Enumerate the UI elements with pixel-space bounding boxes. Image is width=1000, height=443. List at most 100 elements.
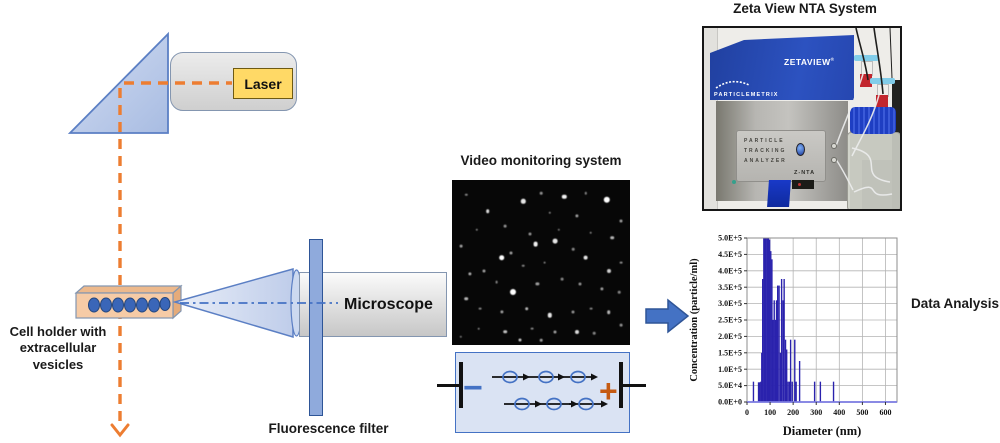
valve-bar-1 bbox=[854, 55, 879, 61]
particle-dot bbox=[557, 228, 560, 231]
particle-dot bbox=[593, 332, 596, 335]
data-analysis-label: Data Analysis bbox=[910, 296, 1000, 311]
sample-bottle bbox=[847, 132, 900, 209]
electrophoresis-chamber bbox=[455, 352, 630, 433]
particle-dot bbox=[503, 224, 507, 228]
svg-text:Diameter (nm): Diameter (nm) bbox=[783, 424, 862, 438]
block-arrow-icon bbox=[645, 298, 690, 334]
minus-symbol: − bbox=[463, 369, 483, 407]
svg-text:300: 300 bbox=[810, 408, 822, 417]
particle-dot bbox=[543, 261, 546, 264]
chart-svg: 0.0E+05.0E+41.0E+51.5E+52.0E+52.5E+53.0E… bbox=[689, 234, 898, 438]
particle-dot bbox=[619, 219, 623, 223]
particle-dot bbox=[561, 194, 567, 199]
video-monitoring-title: Video monitoring system bbox=[460, 153, 622, 168]
particle-dot bbox=[603, 196, 611, 203]
particle-dot bbox=[571, 248, 575, 251]
particle-dot bbox=[520, 199, 526, 204]
positive-electrode bbox=[619, 362, 623, 408]
svg-text:5.0E+5: 5.0E+5 bbox=[718, 234, 742, 243]
valve-bar-2 bbox=[870, 78, 895, 84]
svg-text:500: 500 bbox=[856, 408, 868, 417]
particle-dot bbox=[539, 191, 543, 195]
svg-text:100: 100 bbox=[764, 408, 776, 417]
particle-dot bbox=[509, 289, 516, 296]
particle-dot bbox=[503, 330, 508, 334]
front-panel bbox=[736, 130, 826, 182]
particle-dot bbox=[618, 290, 621, 294]
particle-dot bbox=[459, 244, 463, 248]
particle-dot bbox=[500, 310, 504, 314]
photo-detail-layer bbox=[715, 28, 893, 196]
particle-dot bbox=[530, 327, 534, 330]
red-band-1 bbox=[860, 74, 872, 87]
particle-dot bbox=[578, 282, 582, 286]
laser-label-box: Laser bbox=[233, 68, 293, 99]
particle-dot bbox=[518, 338, 522, 342]
zetaview-brand: ZETAVIEW® bbox=[784, 57, 835, 67]
screw-dot bbox=[732, 180, 736, 184]
microscope-body: Microscope bbox=[299, 272, 447, 337]
svg-text:4.5E+5: 4.5E+5 bbox=[718, 250, 742, 259]
particle-dot bbox=[533, 241, 539, 247]
particle-dot bbox=[539, 338, 543, 342]
particle-dot bbox=[475, 228, 479, 231]
particle-dot bbox=[524, 306, 529, 311]
particle-dot bbox=[465, 193, 468, 197]
svg-text:1.5E+5: 1.5E+5 bbox=[718, 348, 742, 357]
laser-beam-path bbox=[110, 81, 232, 438]
particle-dot bbox=[499, 254, 505, 261]
nta-photo: ZETAVIEW® PARTICLEMETRIX PARTICLE TRACKI… bbox=[702, 26, 902, 211]
svg-text:400: 400 bbox=[833, 408, 845, 417]
particle-dot bbox=[584, 191, 587, 195]
particle-dot bbox=[575, 214, 579, 218]
particle-dot bbox=[574, 329, 579, 334]
cables bbox=[855, 28, 893, 95]
particle-dot bbox=[606, 268, 611, 273]
svg-text:Concentration (particle/ml): Concentration (particle/ml) bbox=[689, 258, 700, 382]
particle-dot bbox=[468, 272, 472, 276]
panel-line-1: PARTICLE bbox=[744, 138, 785, 144]
particle-dot bbox=[509, 251, 513, 255]
particle-dot bbox=[589, 307, 593, 311]
zetaview-machine-top bbox=[710, 35, 854, 100]
laser-label: Laser bbox=[244, 75, 282, 92]
video-monitor-frame bbox=[452, 180, 630, 345]
plus-symbol: + bbox=[599, 373, 618, 409]
particle-dot bbox=[479, 307, 482, 311]
particle-dot bbox=[606, 310, 611, 314]
svg-text:0.0E+0: 0.0E+0 bbox=[718, 398, 742, 407]
svg-text:2.0E+5: 2.0E+5 bbox=[718, 332, 742, 341]
particle-dot bbox=[571, 310, 575, 314]
particle-metrix-logo-text: PARTICLEMETRIX bbox=[714, 92, 779, 98]
negative-electrode bbox=[459, 362, 463, 408]
fluorescence-filter-bar bbox=[309, 239, 323, 416]
socket-led bbox=[798, 183, 801, 186]
particle-dot bbox=[589, 231, 593, 235]
particle-dot bbox=[610, 235, 614, 240]
cell-holder bbox=[74, 284, 183, 320]
particle-dot bbox=[477, 327, 480, 330]
svg-text:2.5E+5: 2.5E+5 bbox=[718, 316, 742, 325]
negative-lead bbox=[437, 384, 460, 387]
positive-lead bbox=[623, 384, 646, 387]
panel-led-button bbox=[796, 143, 805, 156]
particle-dot bbox=[548, 211, 552, 215]
particle-dot bbox=[583, 255, 588, 260]
vesicles bbox=[88, 297, 171, 313]
particle-dot bbox=[547, 313, 553, 318]
panel-line-3: ANALYZER bbox=[744, 158, 787, 164]
svg-text:600: 600 bbox=[879, 408, 891, 417]
collection-cone bbox=[172, 268, 294, 339]
cell-holder-label: Cell holder with extracellular vesicles bbox=[9, 324, 107, 372]
znta-label: Z-NTA bbox=[794, 170, 816, 176]
particle-dot bbox=[482, 269, 486, 273]
socket-slot bbox=[792, 180, 814, 189]
svg-text:4.0E+5: 4.0E+5 bbox=[718, 266, 742, 275]
particle-dot bbox=[535, 282, 540, 286]
svg-text:3.0E+5: 3.0E+5 bbox=[718, 299, 742, 308]
fluorescence-filter-label: Fluorescence filter bbox=[268, 421, 389, 436]
particle-dot bbox=[552, 238, 558, 244]
